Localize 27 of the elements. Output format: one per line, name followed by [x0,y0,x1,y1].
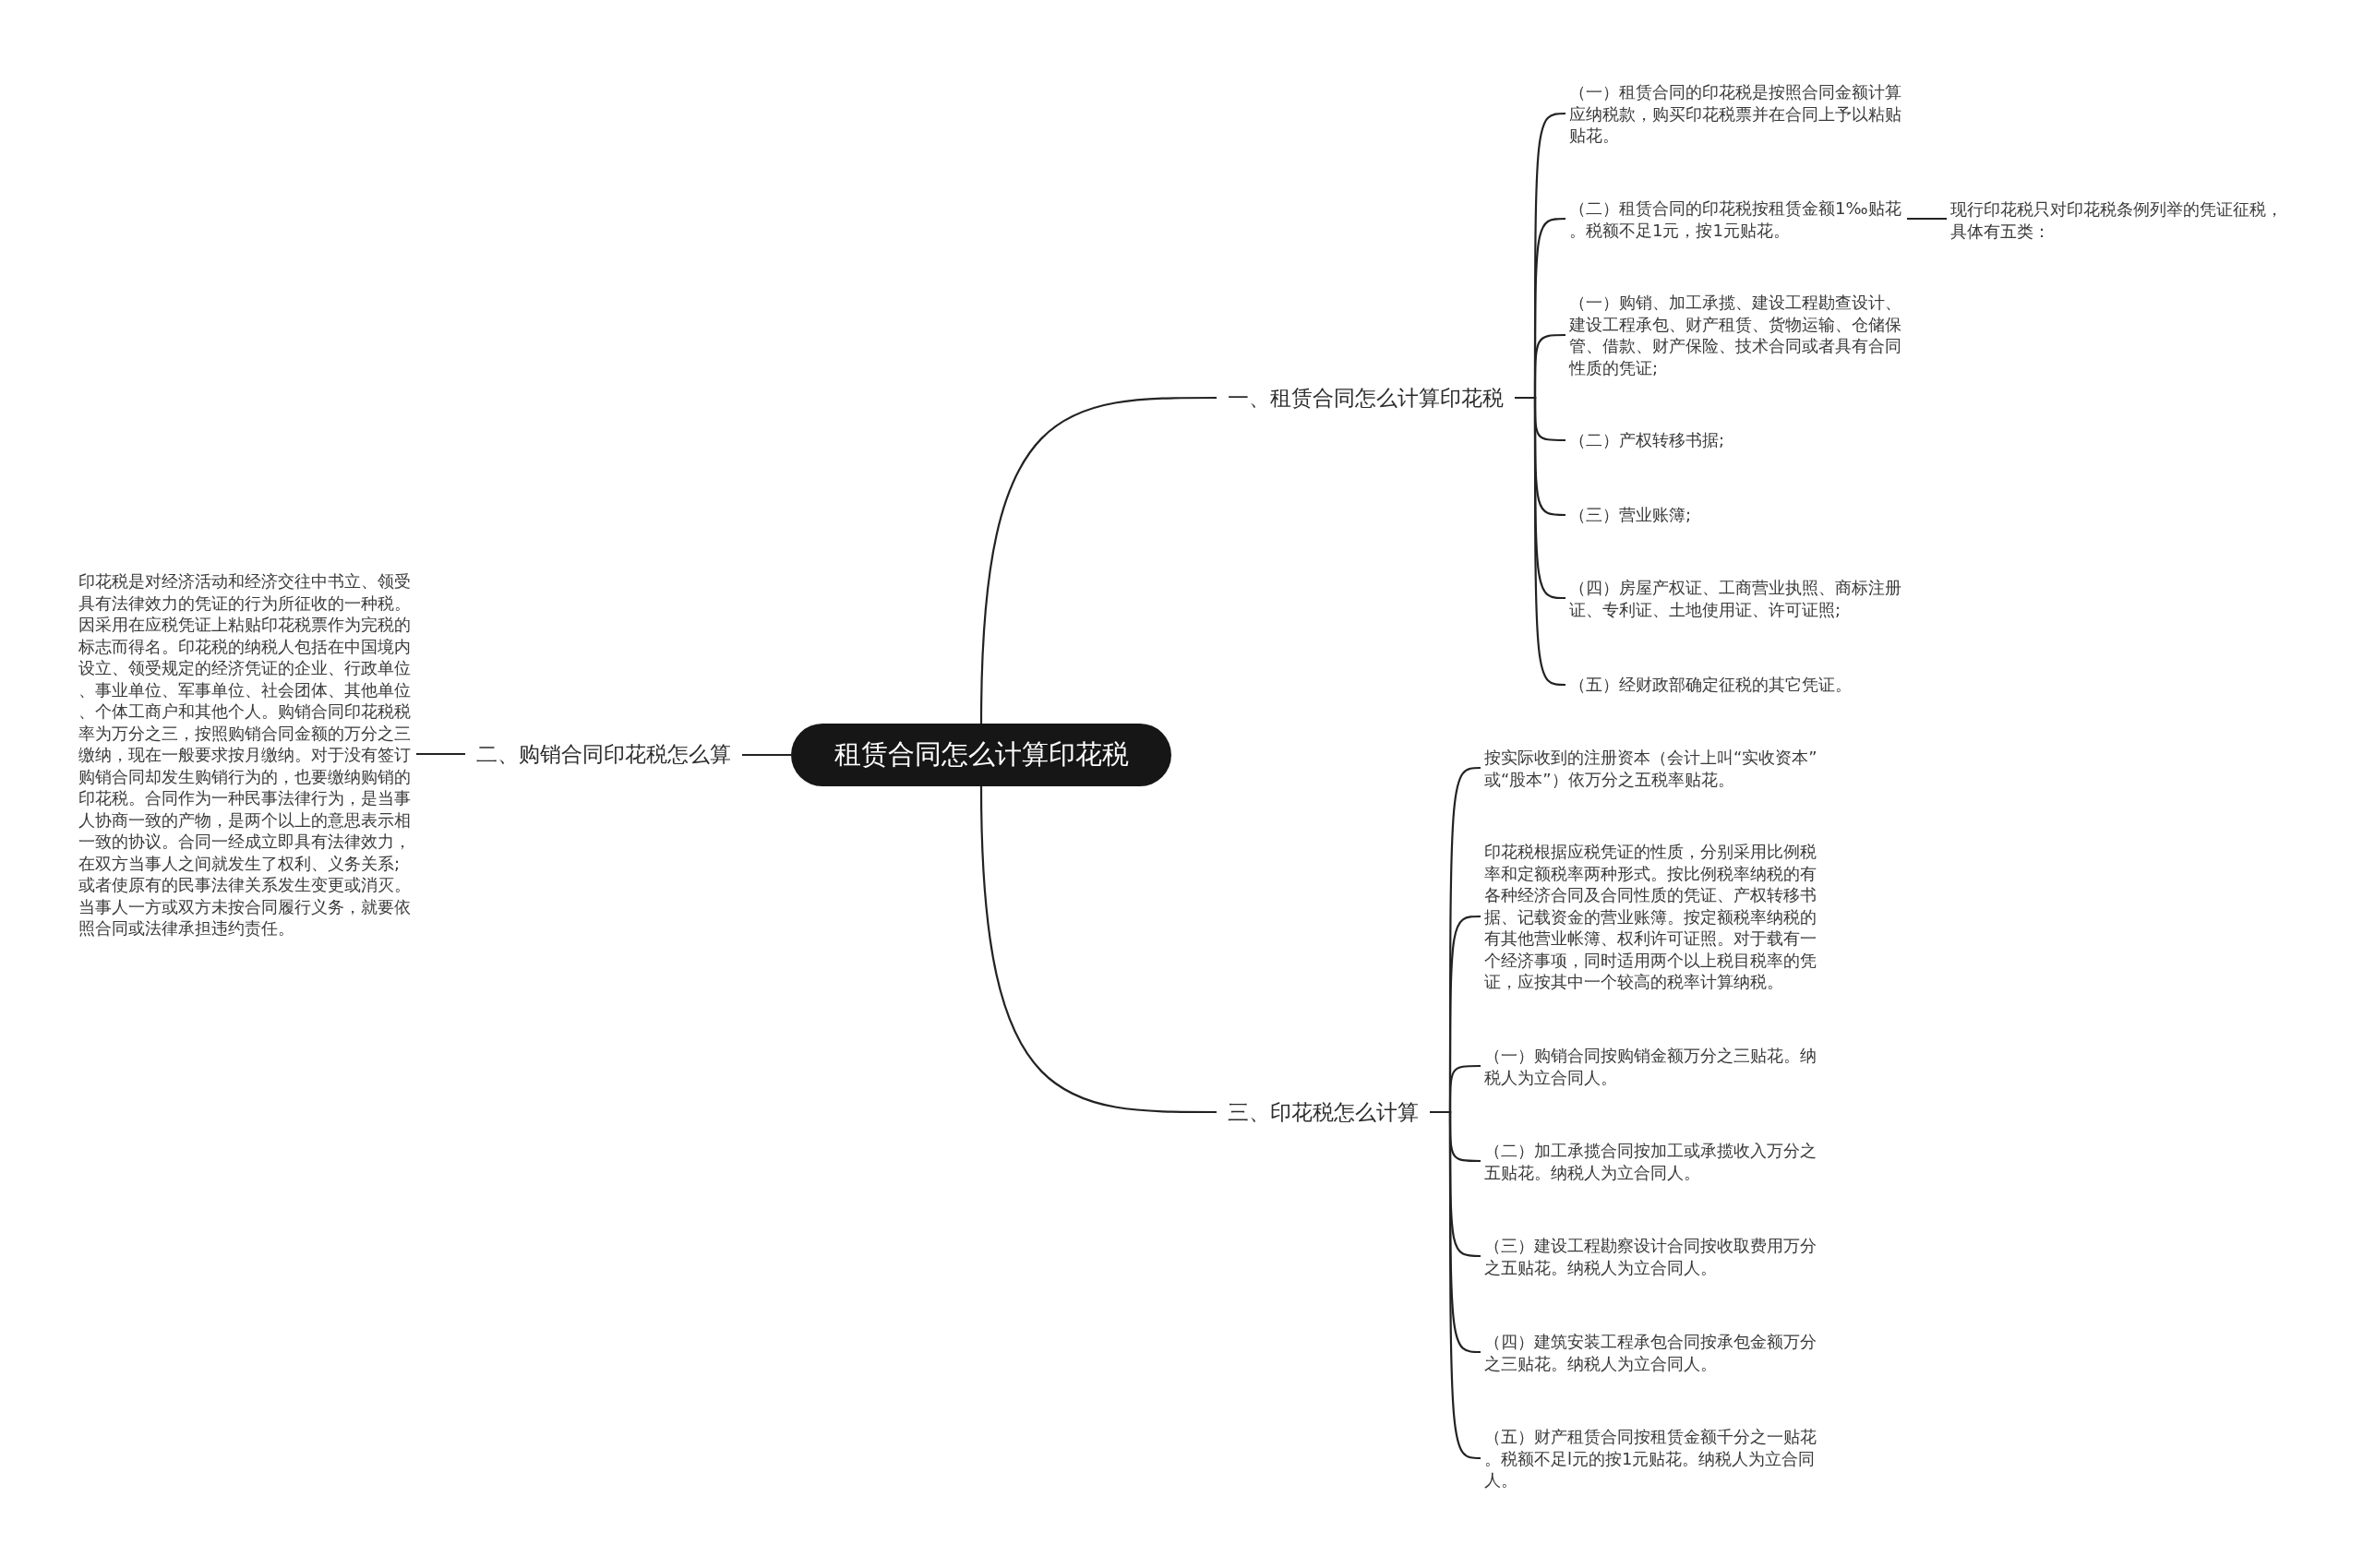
subtopic-text: （一）购销合同按购销金额万分之三贴花。纳税人为立合同人。 [1481,1044,1822,1088]
subtopic-text: 按实际收到的注册资本（会计上叫“实收资本”或“股本”）依万分之五税率贴花。 [1481,746,1822,790]
connector-line [742,753,791,757]
connector-line [979,396,1217,724]
subtopic-text: （五）经财政部确定征税的其它凭证。 [1565,674,1907,696]
subtopic-text: （一）租赁合同的印花税是按照合同金额计算应纳税款，购买印花税票并在合同上予以粘贴贴花。 [1565,80,1907,147]
subtopic-text: 印花税是对经济活动和经济交往中书立、领受具有法律效力的凭证的行为所征收的一种税。因采用在应税凭证上粘贴印花税票作为完税的标志而得名。印花税的纳税人包括在中国境内设立、领受规定的经济凭证的企业、行政单位、事业单位、军事单位、社会团体、其他单位、个体工商户和其他个人。购销合同印花税税率为万分之三，按照购销合同金额的万分之三缴纳，现在一般要求按月缴纳。对于没有签订购销合同却发生购销行为的，也要缴纳购销的印花税。合同作为一种民事法律行为，是当事人协商一致的产物，是两个以上的意思表示相一致的协议。合同一经成立即具有法律效力，在双方当事人之间就发生了权利、义务关系;或者使原有的民事法律关系发生变更或消灭。当事人一方或双方未按合同履行义务，就要依照合同或法律承担违约责任。 [75,570,416,940]
connector-line [1515,396,1566,687]
subtopic-text: （四）房屋产权证、工商营业执照、商标注册证、专利证、土地使用证、许可证照; [1565,576,1907,620]
connector-line [979,785,1217,1114]
subtopic-text: （二）加工承揽合同按加工或承揽收入万分之五贴花。纳税人为立合同人。 [1481,1139,1822,1183]
subtopic-text: 现行印花税只对印花税条例列举的凭证征税，具体有五类： [1947,197,2288,242]
subtopic-text: （二）租赁合同的印花税按租赁金额1‰贴花。税额不足1元，按1元贴花。 [1565,197,1907,241]
connector-line [416,752,465,756]
connector-line [1430,1110,1481,1460]
branch-topic: 一、租赁合同怎么计算印花税 [1217,380,1515,415]
branch-topic: 三、印花税怎么计算 [1217,1095,1430,1130]
branch-topic: 二、购销合同印花税怎么算 [465,736,742,772]
subtopic-text: 印花税根据应税凭证的性质，分别采用比例税率和定额税率两种形式。按比例税率纳税的有各种经济合同及合同性质的凭证、产权转移书据、记载资金的营业账簿。按定额税率纳税的有其他营业帐簿、权利许可证照。对于载有一个经济事项，同时适用两个以上税目税率的凭证，应按其中一个较高的税率计算纳税。 [1481,840,1822,993]
subtopic-text: （五）财产租赁合同按租赁金额千分之一贴花。税额不足l元的按1元贴花。纳税人为立合同人。 [1481,1425,1822,1491]
connector-line [1907,217,1947,221]
subtopic-text: （三）建设工程勘察设计合同按收取费用万分之五贴花。纳税人为立合同人。 [1481,1234,1822,1278]
subtopic-text: （四）建筑安装工程承包合同按承包金额万分之三贴花。纳税人为立合同人。 [1481,1330,1822,1374]
subtopic-text: （三）营业账簿; [1565,504,1907,526]
subtopic-text: （二）产权转移书据; [1565,429,1907,451]
subtopic-text: （一）购销、加工承揽、建设工程勘查设计、建设工程承包、财产租赁、货物运输、仓储保管、借款、财产保险、技术合同或者具有合同性质的凭证; [1565,292,1907,378]
central-topic: 租赁合同怎么计算印花税 [791,724,1171,786]
